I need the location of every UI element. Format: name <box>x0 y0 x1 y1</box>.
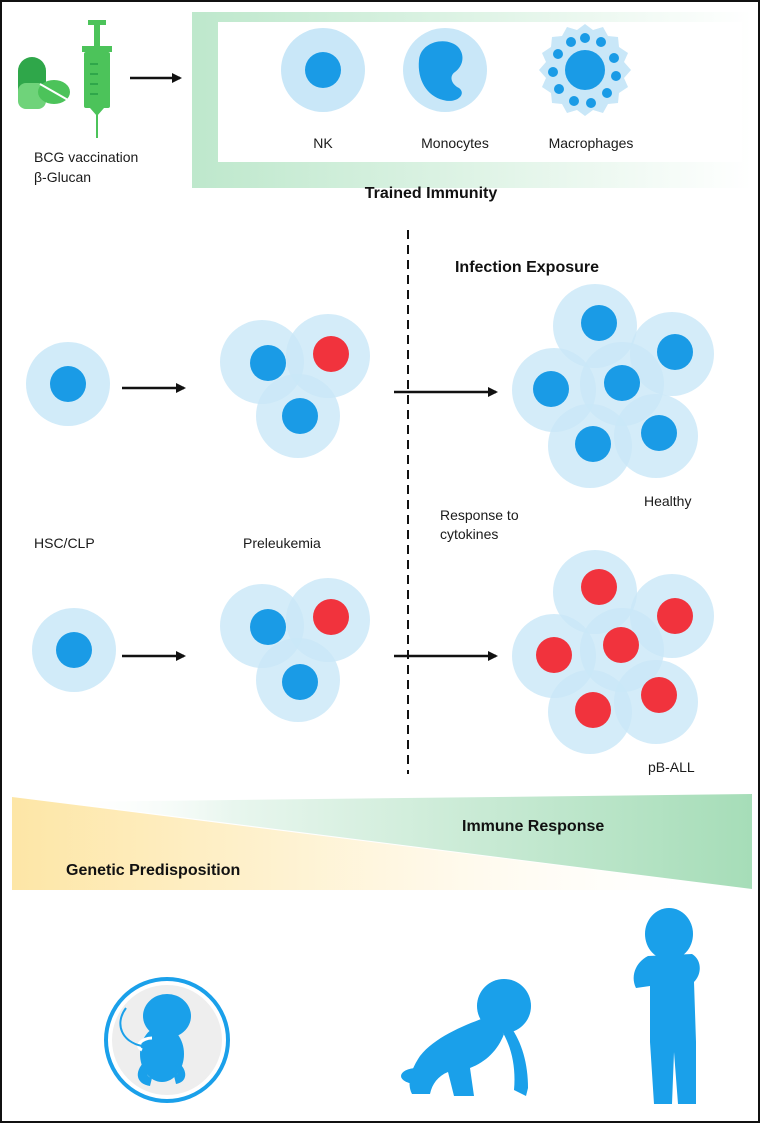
child-standing-icon <box>633 908 700 1104</box>
hsc-cell-bottom <box>32 608 116 692</box>
crawling-baby-icon <box>401 979 531 1096</box>
genetic-predisposition-label: Genetic Predisposition <box>66 862 240 879</box>
healthy-label: Healthy <box>644 493 691 509</box>
response-label-line1: Response to <box>440 507 519 523</box>
healthy-cluster <box>512 284 714 488</box>
monocyte-cell <box>403 28 487 112</box>
trained-immunity-title: Trained Immunity <box>365 185 498 202</box>
hsc-clp-label: HSC/CLP <box>34 535 95 551</box>
preleukemia-cluster-top <box>220 314 370 458</box>
macrophage-cell <box>539 24 631 116</box>
macrophages-label: Macrophages <box>549 135 634 151</box>
pball-cluster <box>512 550 714 754</box>
hsc-cell-top <box>26 342 110 426</box>
pball-label: pB-ALL <box>648 759 695 775</box>
immune-response-label: Immune Response <box>462 818 604 835</box>
immune-response-band <box>62 794 752 889</box>
response-label-line2: cytokines <box>440 526 498 542</box>
stimulus-label-glucan: β-Glucan <box>34 169 91 185</box>
nk-label: NK <box>313 135 333 151</box>
capsule-icon <box>18 57 70 109</box>
preleukemia-cluster-bottom <box>220 578 370 722</box>
genetic-predisposition-band <box>12 797 754 890</box>
infection-exposure-title: Infection Exposure <box>455 259 599 276</box>
nk-cell <box>281 28 365 112</box>
monocytes-label: Monocytes <box>421 135 489 151</box>
stimulus-label-bcg: BCG vaccination <box>34 149 138 165</box>
fetus-icon <box>104 977 230 1103</box>
preleukemia-label: Preleukemia <box>243 535 321 551</box>
syringe-icon <box>82 20 112 138</box>
